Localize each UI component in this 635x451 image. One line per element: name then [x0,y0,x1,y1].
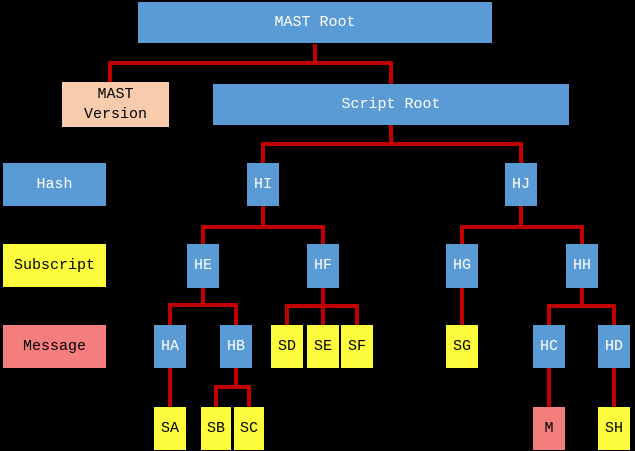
edge-to-he [201,225,205,244]
edge-ha-sa [168,368,172,407]
edge-hj-stem [519,206,523,229]
edge-he-stem [201,288,205,307]
edge-to-scriptroot [389,61,393,84]
node-sg: SG [446,325,478,368]
edge-hh-bar [547,304,616,308]
node-hg: HG [446,244,478,288]
node-hd: HD [598,325,630,368]
edge-hg-sg [460,288,464,325]
node-sd: SD [271,325,303,368]
edge-to-mastversion [108,61,112,82]
node-he: HE [187,244,219,288]
edge-hi-bar [201,225,325,229]
legend-subscript: Subscript [3,244,106,287]
edge-scriptroot-bar [261,142,523,146]
edge-hj-bar [460,225,584,229]
node-mast-version: MAST Version [62,82,169,127]
edge-hf-stem [321,288,325,304]
edge-scriptroot-stem [389,125,393,146]
edge-to-hf [321,225,325,244]
edge-mastroot-bar [108,61,393,65]
node-se: SE [307,325,339,368]
edge-hd-sh [612,368,616,407]
edge-hi-stem [261,206,265,229]
edge-to-hg [460,225,464,244]
edge-to-hi [261,142,265,163]
legend-hash: Hash [3,163,106,206]
node-sc: SC [234,407,264,450]
edge-to-ha [168,303,172,325]
edge-to-hc [547,304,551,325]
node-hb: HB [220,325,252,368]
node-hh: HH [566,244,598,288]
edge-to-hd [612,304,616,325]
node-hf: HF [307,244,339,288]
edge-to-sd [285,304,289,325]
edge-he-bar [168,303,238,307]
node-hc: HC [533,325,565,368]
node-ha: HA [154,325,186,368]
edge-to-sf [355,304,359,325]
edge-hb-bar [214,385,251,389]
edge-mastroot-stem [313,44,317,65]
edge-hh-stem [580,288,584,304]
node-sb: SB [201,407,231,450]
node-hj: HJ [505,163,537,206]
node-m: M [533,407,565,450]
edge-to-hj [519,142,523,163]
edge-to-sb [214,385,218,407]
node-sf: SF [341,325,373,368]
edge-hb-stem [234,368,238,389]
node-script-root: Script Root [213,84,569,125]
edge-to-hh [580,225,584,244]
node-mast-root: MAST Root [138,2,492,43]
node-sh: SH [598,407,630,450]
edge-hc-m [547,368,551,407]
legend-message: Message [3,325,106,368]
node-hi: HI [247,163,279,206]
node-sa: SA [154,407,186,450]
edge-to-se [321,304,325,325]
edge-to-hb [234,303,238,325]
edge-to-sc [247,385,251,407]
